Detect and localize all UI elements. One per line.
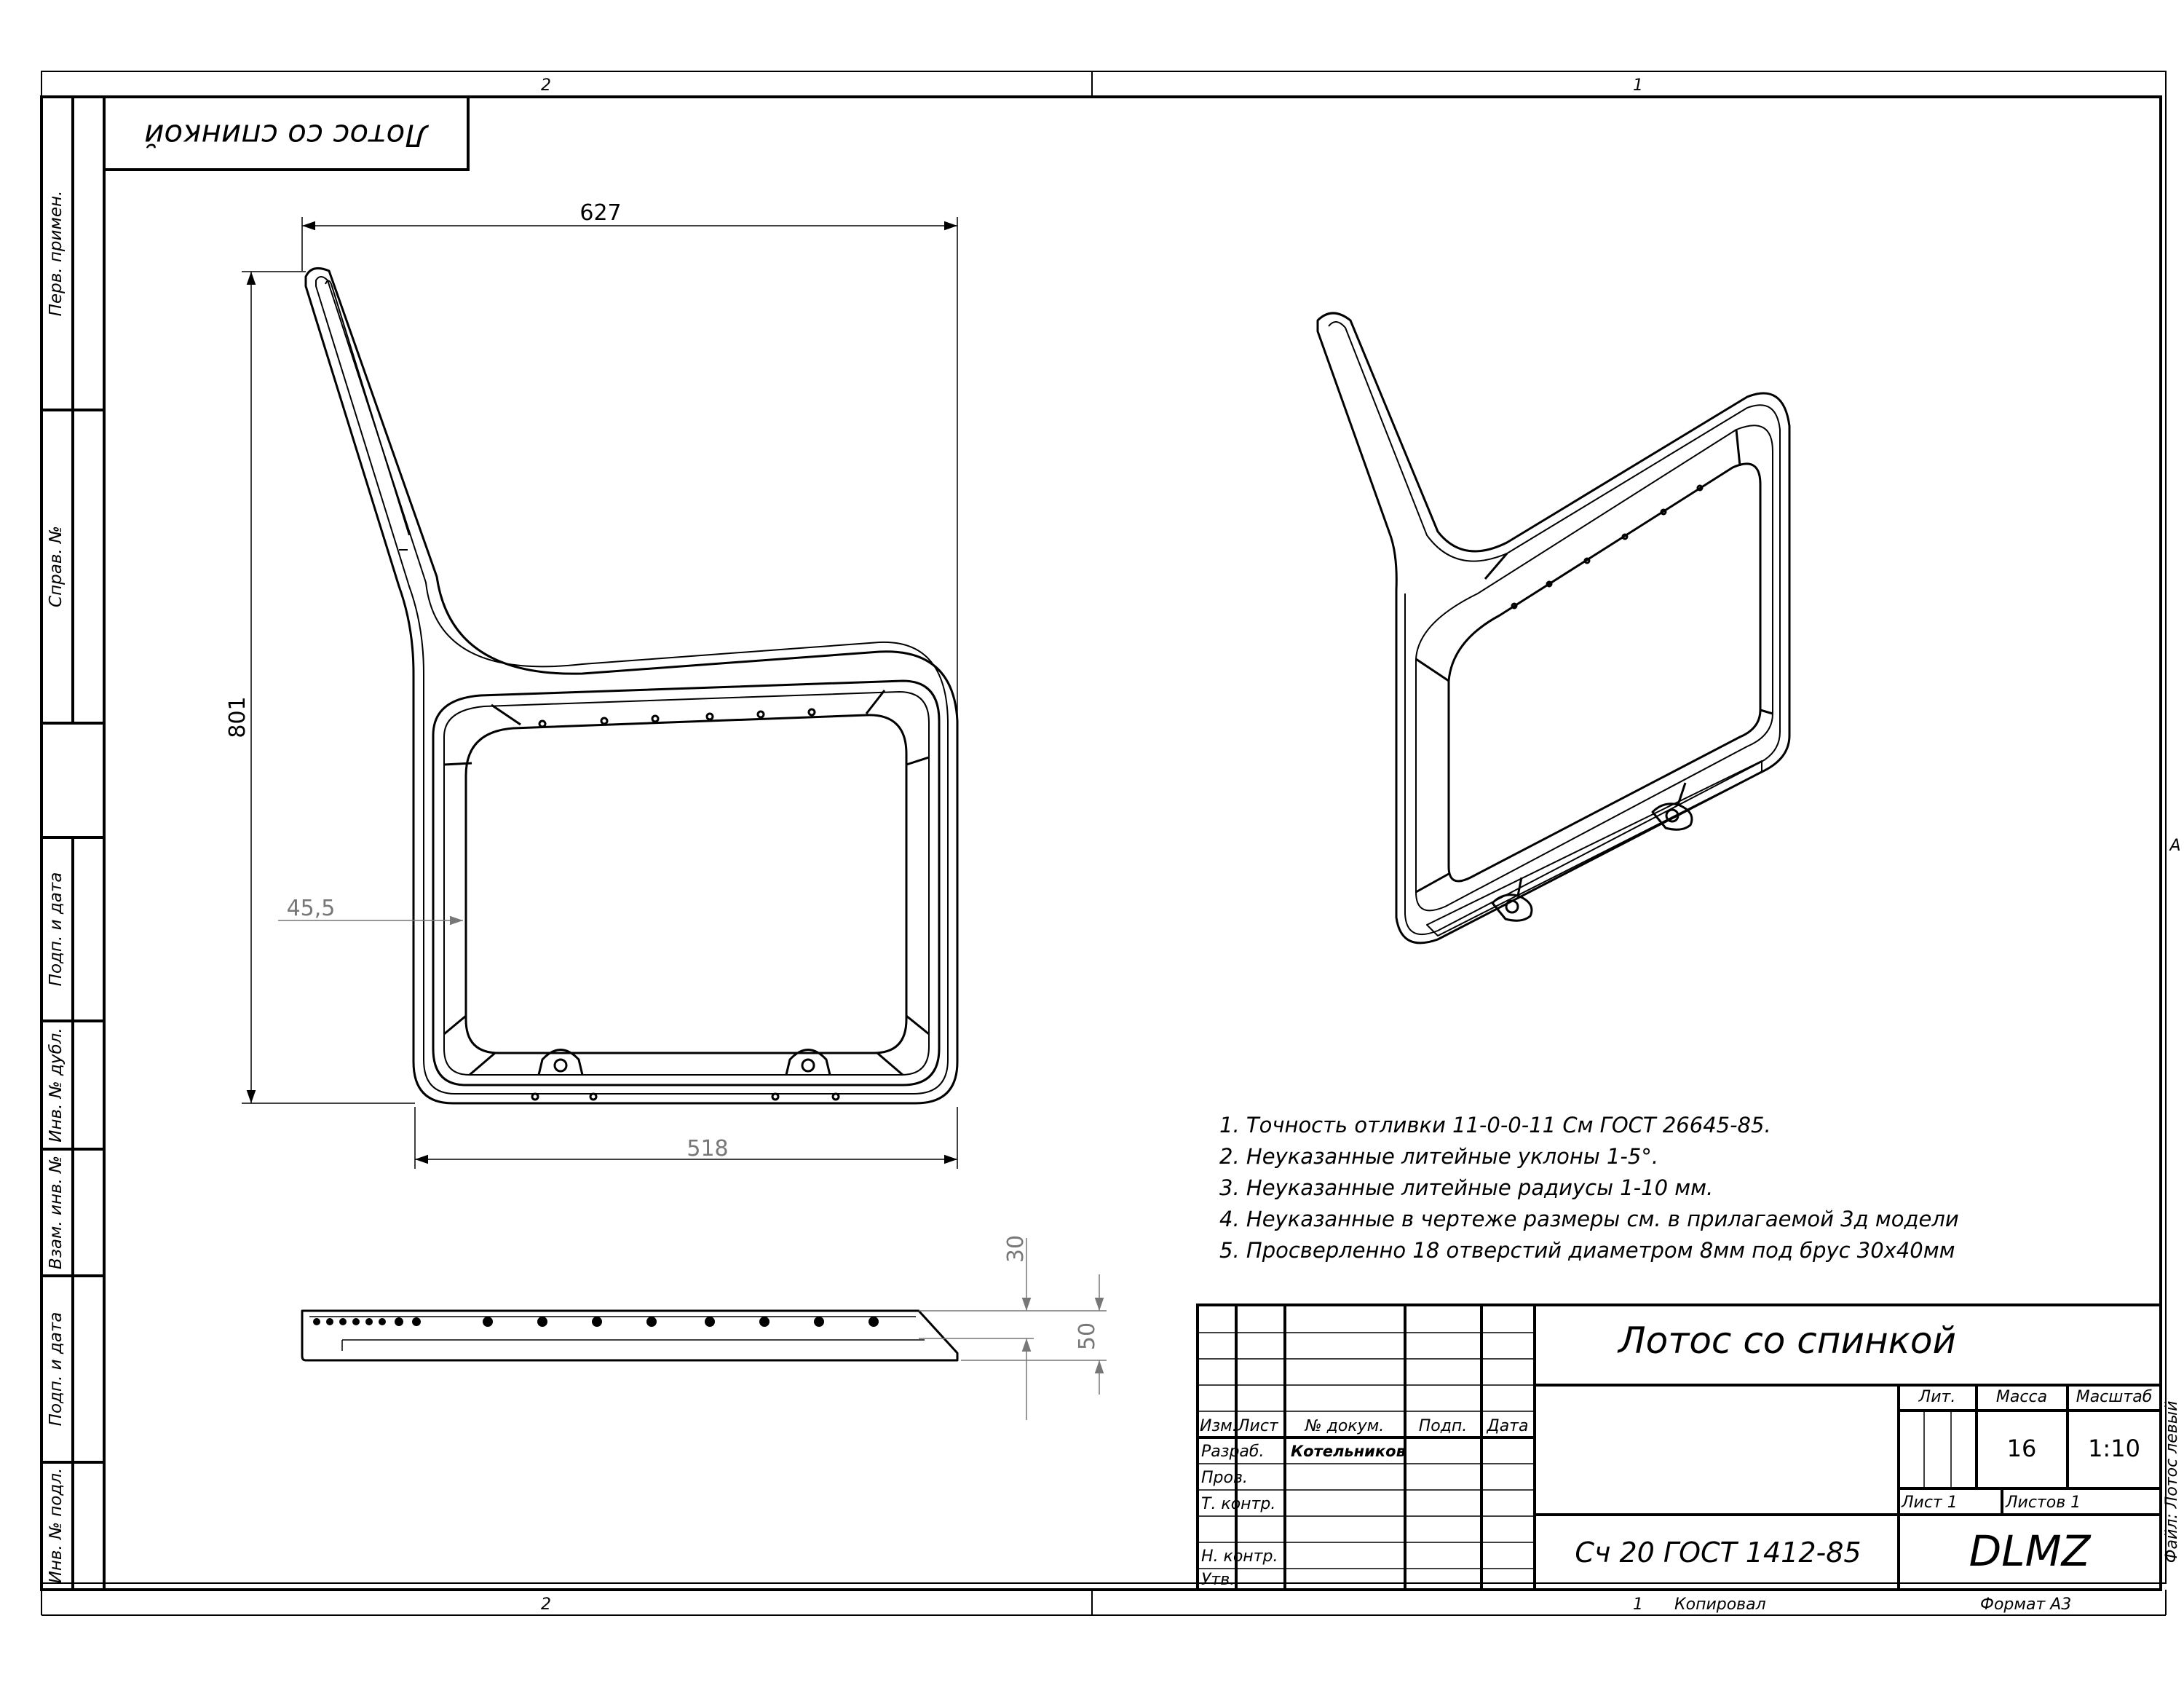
title-block-header-dokum: № докум. (1305, 1417, 1384, 1435)
title-block-org: DLMZ (1969, 1526, 2092, 1576)
left-side-strip (41, 97, 104, 1590)
zone-top-right: 1 (1633, 76, 1643, 95)
dim-height-left: 801 (225, 696, 250, 738)
title-block-sheets: Листов 1 (2005, 1494, 2081, 1512)
zone-bottom-left: 2 (541, 1596, 551, 1614)
title-block-row-prov: Пров. (1201, 1469, 1248, 1487)
title-block-header-list: Лист (1237, 1417, 1279, 1435)
title-block-row-utv: Утв. (1201, 1571, 1235, 1589)
side-label-vzam-inv: Взам. инв. № (47, 1156, 66, 1269)
title-block-thin-lines (1198, 1332, 1952, 1569)
title-block-scale-label: Масштаб (2076, 1388, 2153, 1406)
mirrored-stamp-text: Лотос со спинкой (144, 118, 430, 154)
title-block-row-nkontr: Н. контр. (1201, 1547, 1278, 1566)
mirrored-stamp-box (103, 95, 470, 171)
title-block-header-podp: Подп. (1419, 1417, 1468, 1435)
side-label-inv-dubl: Инв. № дубл. (47, 1028, 66, 1142)
title-block-name: Лотос со спинкой (1617, 1320, 1956, 1362)
footer-copied: Копировал (1674, 1596, 1766, 1614)
zone-top-left: 2 (541, 76, 551, 95)
note-4: 4. Неуказанные в чертеже размеры см. в п… (1219, 1207, 1959, 1231)
title-block-lit-label: Лит. (1918, 1388, 1956, 1406)
bench-isometric-view (1316, 312, 1791, 944)
note-2: 2. Неуказанные литейные уклоны 1-5°. (1219, 1144, 1658, 1169)
dim-width-top: 627 (579, 200, 621, 226)
title-block-mass-label: Масса (1996, 1388, 2047, 1406)
note-1: 1. Точность отливки 11-0-0-11 См ГОСТ 26… (1219, 1113, 1771, 1137)
front-view-dimensions (242, 217, 958, 1169)
title-block-scale: 1:10 (2088, 1435, 2140, 1462)
side-label-podp-data-1: Подп. и дата (47, 872, 66, 987)
title-block-row-tkontr: Т. контр. (1201, 1495, 1275, 1513)
title-block-row-razrab: Разраб. (1201, 1443, 1264, 1461)
title-block-mass: 16 (2007, 1435, 2037, 1462)
profile-dimensions (919, 1238, 1107, 1420)
side-label-perv-primen: Перв. примен. (47, 191, 66, 317)
profile-holes (313, 1317, 879, 1327)
dim-width-bottom: 518 (687, 1136, 728, 1162)
side-label-podp-data-2: Подп. и дата (47, 1312, 66, 1427)
title-block-material: Сч 20 ГОСТ 1412-85 (1575, 1537, 1861, 1569)
title-block-sheet: Лист 1 (1901, 1494, 1958, 1512)
title-block-developer: Котельников (1291, 1443, 1406, 1460)
dim-profile-30: 30 (1003, 1235, 1029, 1263)
side-label-sprav-no: Справ. № (47, 526, 66, 607)
dim-offset-inner: 45,5 (287, 896, 336, 921)
inner-frame (40, 95, 2162, 1591)
title-block-header-data: Дата (1487, 1417, 1529, 1435)
side-label-inv-podl: Инв. № подл. (47, 1468, 66, 1584)
footer-format: Формат А3 (1980, 1596, 2071, 1614)
file-name-label: Файл: Лотос левый (2163, 1401, 2181, 1563)
note-5: 5. Просверленно 18 отверстий диаметром 8… (1219, 1238, 1955, 1263)
zone-bottom-right: 1 (1633, 1596, 1643, 1614)
drawing-field (103, 95, 2162, 1591)
note-3: 3. Неуказанные литейные радиусы 1-10 мм. (1219, 1175, 1713, 1200)
zone-side-a: A (2168, 837, 2180, 855)
bench-profile-view (301, 1309, 959, 1362)
dim-profile-50: 50 (1075, 1322, 1100, 1350)
title-block-header-izm: Изм. (1200, 1417, 1238, 1435)
bench-front-view (304, 267, 959, 1105)
